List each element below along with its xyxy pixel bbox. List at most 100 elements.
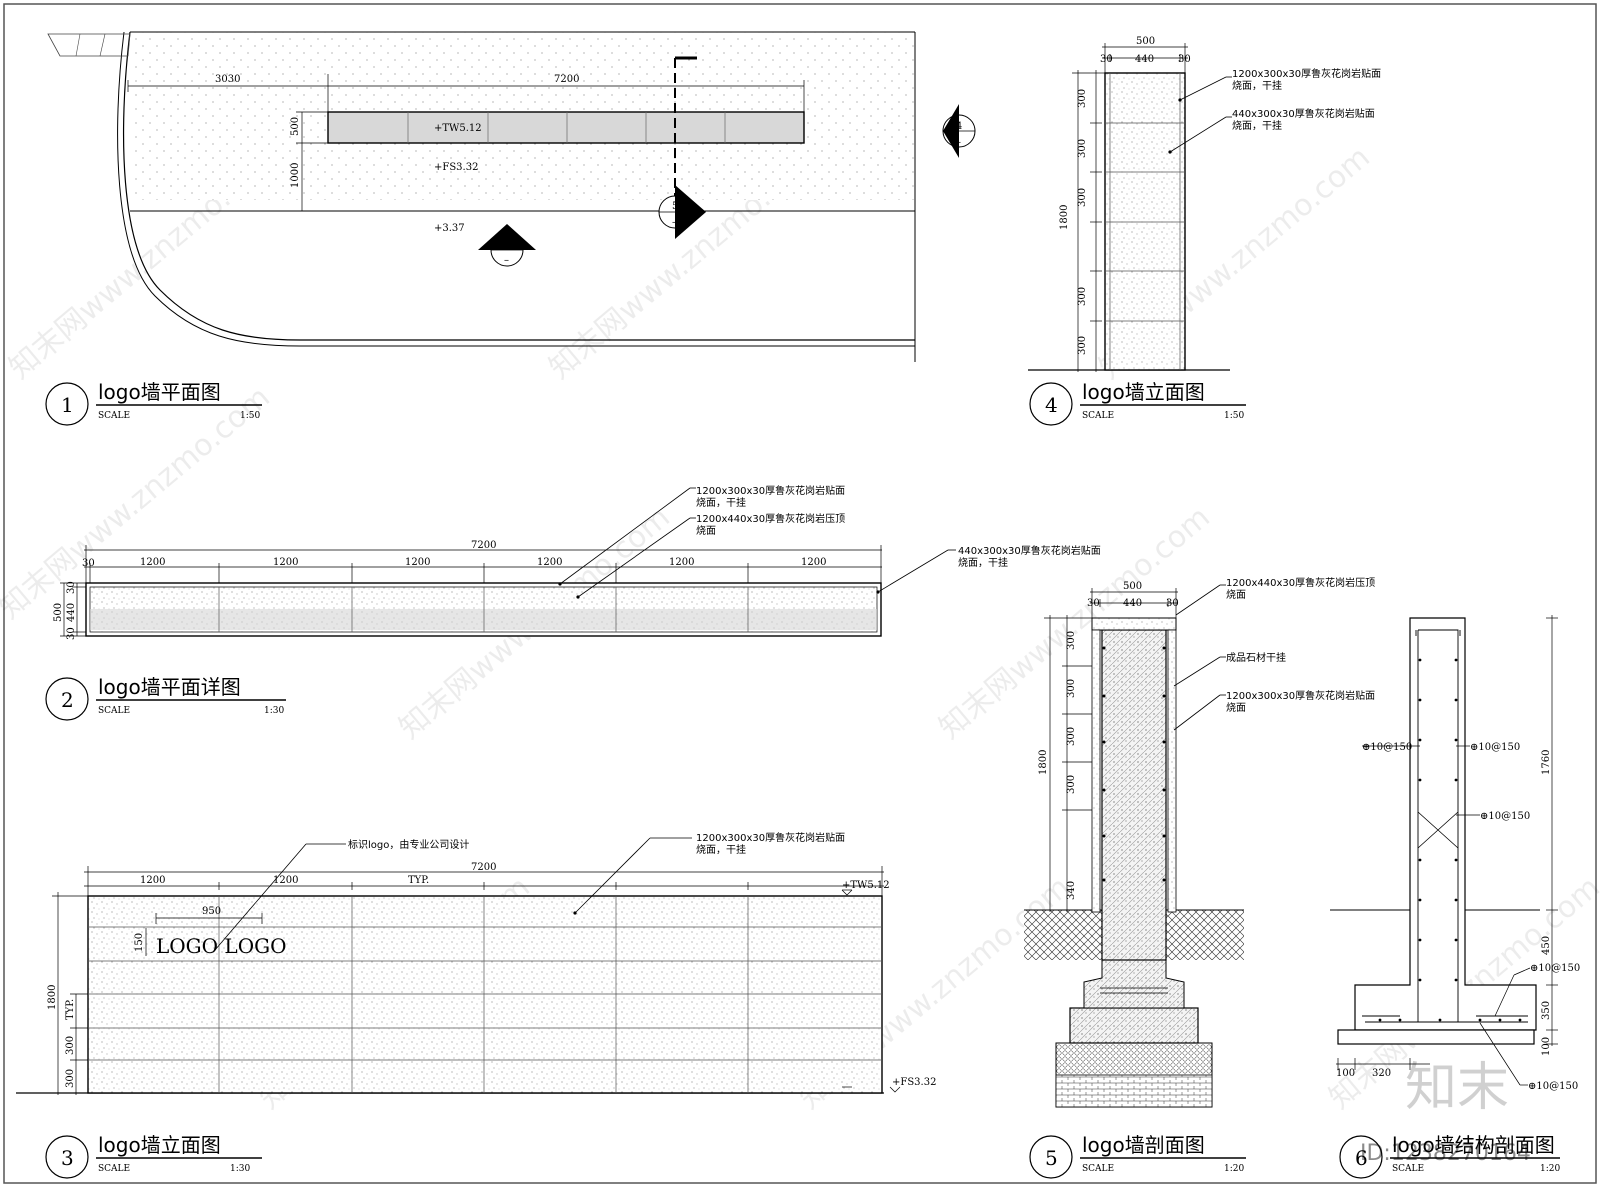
svg-text:30: 30 (1100, 54, 1113, 65)
svg-text:300: 300 (1077, 139, 1088, 158)
svg-text:+3.37: +3.37 (434, 223, 465, 234)
svg-text:烧面，干挂: 烧面，干挂 (696, 496, 746, 509)
svg-text:30: 30 (1166, 598, 1179, 609)
svg-text:4: 4 (1045, 393, 1058, 417)
svg-text:1200x300x30厚鲁灰花岗岩贴面: 1200x300x30厚鲁灰花岗岩贴面 (696, 484, 845, 497)
svg-text:1800: 1800 (47, 985, 58, 1010)
svg-text:440x300x30厚鲁灰花岗岩贴面: 440x300x30厚鲁灰花岗岩贴面 (958, 544, 1101, 557)
svg-text:烧面: 烧面 (1226, 701, 1246, 714)
svg-text:1800: 1800 (1038, 750, 1049, 775)
section-marker-4: 4 – (942, 104, 976, 158)
svg-text:⊕10@150: ⊕10@150 (1362, 742, 1412, 753)
drawing-4-elevation: 500 30 440 30 300 300 1800 300 300 300 1… (1028, 36, 1381, 372)
svg-text:300: 300 (1066, 727, 1077, 746)
title-block-1: 1 logo墙平面图 SCALE 1:50 (45, 380, 262, 426)
svg-text:300: 300 (1077, 89, 1088, 108)
svg-text:500: 500 (1136, 36, 1155, 47)
svg-text:SCALE: SCALE (1392, 1164, 1424, 1174)
title-block-2: 2 logo墙平面详图 SCALE 1:30 (45, 675, 286, 721)
svg-text:300: 300 (1077, 336, 1088, 355)
svg-text:1:20: 1:20 (1224, 1164, 1244, 1174)
svg-text:logo墙立面图: logo墙立面图 (98, 1133, 221, 1157)
svg-text:⊕10@150: ⊕10@150 (1528, 1081, 1578, 1092)
drawing-5-section: 500 30 440 30 300 300 1800 300 300 340 1… (1024, 576, 1375, 1108)
svg-text:3030: 3030 (215, 74, 240, 85)
svg-text:1:30: 1:30 (230, 1164, 250, 1174)
drawing-6-structure: ⊕10@150 ⊕10@150 ⊕10@150 ⊕10@150 ⊕10@150 … (1330, 615, 1580, 1092)
svg-text:1200: 1200 (140, 557, 165, 568)
svg-text:+FS3.32: +FS3.32 (892, 1077, 936, 1088)
svg-text:300: 300 (1077, 188, 1088, 207)
svg-text:440: 440 (66, 603, 77, 622)
svg-text:烧面，干挂: 烧面，干挂 (1232, 119, 1282, 132)
svg-text:1200x300x30厚鲁灰花岗岩贴面: 1200x300x30厚鲁灰花岗岩贴面 (1232, 67, 1381, 80)
svg-text:+TW5.12: +TW5.12 (434, 123, 482, 134)
svg-text:500: 500 (53, 603, 64, 622)
svg-text:320: 320 (1372, 1068, 1391, 1079)
svg-text:2: 2 (61, 688, 74, 712)
svg-text:440x300x30厚鲁灰花岗岩贴面: 440x300x30厚鲁灰花岗岩贴面 (1232, 107, 1375, 120)
svg-text:SCALE: SCALE (1082, 1164, 1114, 1174)
svg-text:logo墙平面图: logo墙平面图 (98, 380, 221, 404)
svg-text:–: – (504, 255, 509, 266)
svg-text:1200x440x30厚鲁灰花岗岩压顶: 1200x440x30厚鲁灰花岗岩压顶 (1226, 576, 1375, 589)
drawing-1-plan: 3030 7200 500 1000 +TW5.12 +FS3.32 +3.37… (47, 31, 976, 362)
svg-text:440: 440 (1123, 598, 1142, 609)
svg-text:标识logo，由专业公司设计: 标识logo，由专业公司设计 (348, 838, 469, 851)
svg-text:logo墙结构剖面图: logo墙结构剖面图 (1392, 1133, 1555, 1157)
svg-text:知末: 知末 (1405, 1058, 1509, 1118)
svg-text:3: 3 (504, 240, 510, 251)
svg-text:1200: 1200 (537, 557, 562, 568)
svg-text:烧面，干挂: 烧面，干挂 (1232, 79, 1282, 92)
svg-text:100: 100 (1541, 1037, 1552, 1056)
svg-text:100: 100 (1336, 1068, 1355, 1079)
svg-text:950: 950 (202, 906, 221, 917)
svg-text:1200: 1200 (405, 557, 430, 568)
svg-text:SCALE: SCALE (98, 1164, 130, 1174)
svg-text:7200: 7200 (471, 540, 496, 551)
svg-text:7200: 7200 (471, 862, 496, 873)
drawing-3-elevation: 7200 1200 1200 TYP. 950 150 LOGO LOGO 18… (16, 831, 936, 1095)
svg-text:TYP.: TYP. (65, 999, 76, 1020)
svg-text:1:20: 1:20 (1540, 1164, 1560, 1174)
svg-text:–: – (956, 137, 961, 148)
svg-text:1200: 1200 (140, 875, 165, 886)
svg-text:1200: 1200 (273, 557, 298, 568)
svg-text:SCALE: SCALE (1082, 411, 1114, 421)
svg-text:300: 300 (65, 1036, 76, 1055)
svg-text:340: 340 (1066, 881, 1077, 900)
svg-text:ID:1238270164: ID:1238270164 (1360, 1141, 1531, 1166)
section-marker-5: 5 – (658, 185, 706, 239)
svg-text:3: 3 (61, 1146, 74, 1170)
svg-text:SCALE: SCALE (98, 411, 130, 421)
watermark-stamp: 知末 ID:1238270164 (1360, 1058, 1531, 1166)
svg-text:LOGO LOGO: LOGO LOGO (156, 934, 286, 958)
svg-text:1200x300x30厚鲁灰花岗岩贴面: 1200x300x30厚鲁灰花岗岩贴面 (696, 831, 845, 844)
svg-text:烧面，干挂: 烧面，干挂 (696, 843, 746, 856)
svg-text:1760: 1760 (1541, 750, 1552, 775)
svg-text:300: 300 (1066, 631, 1077, 650)
svg-text:1200: 1200 (801, 557, 826, 568)
drawing-2-plan-detail: 7200 30 1200 1200 1200 1200 1200 1200 50… (53, 484, 1101, 640)
svg-text:150: 150 (134, 933, 145, 952)
svg-text:30: 30 (66, 581, 77, 594)
svg-text:30: 30 (1178, 54, 1191, 65)
svg-text:6: 6 (1355, 1146, 1368, 1170)
svg-text:烧面，干挂: 烧面，干挂 (958, 556, 1008, 569)
svg-text:logo墙平面详图: logo墙平面详图 (98, 675, 241, 699)
svg-text:30: 30 (1087, 598, 1100, 609)
svg-text:450: 450 (1541, 936, 1552, 955)
svg-text:7200: 7200 (554, 74, 579, 85)
svg-text:TYP.: TYP. (408, 875, 429, 886)
title-block-3: 3 logo墙立面图 SCALE 1:30 (45, 1133, 262, 1179)
section-marker-3: 3 – (478, 224, 536, 267)
svg-text:5: 5 (1045, 1146, 1058, 1170)
svg-text:300: 300 (1066, 775, 1077, 794)
svg-text:SCALE: SCALE (98, 706, 130, 716)
svg-text:1200: 1200 (273, 875, 298, 886)
svg-text:⊕10@150: ⊕10@150 (1530, 963, 1580, 974)
svg-text:1200x300x30厚鲁灰花岗岩贴面: 1200x300x30厚鲁灰花岗岩贴面 (1226, 689, 1375, 702)
svg-text:1200: 1200 (669, 557, 694, 568)
svg-text:1:50: 1:50 (1224, 411, 1244, 421)
svg-text:1:30: 1:30 (264, 706, 284, 716)
